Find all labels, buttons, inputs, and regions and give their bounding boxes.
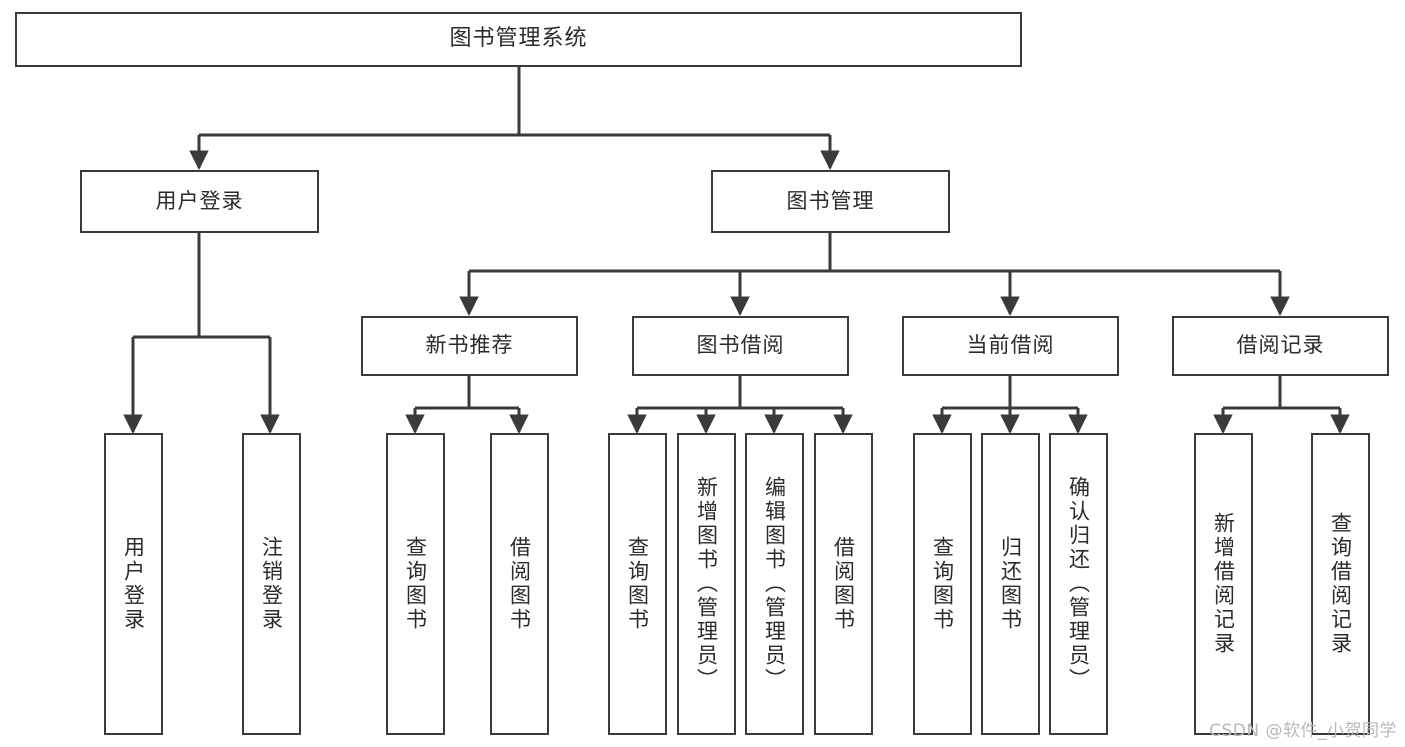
leaf-record-query-record[interactable]: 查询借阅记录	[1311, 433, 1370, 735]
leaf-label: 新增图书（管理员）	[694, 476, 719, 692]
node-user-login[interactable]: 用户登录	[80, 170, 319, 233]
leaf-current-confirm-return-admin[interactable]: 确认归还（管理员）	[1049, 433, 1108, 735]
node-borrow-record[interactable]: 借阅记录	[1172, 316, 1389, 376]
leaf-label: 查询图书	[625, 536, 650, 632]
leaf-new-book-borrow[interactable]: 借阅图书	[490, 433, 549, 735]
node-current-borrow[interactable]: 当前借阅	[902, 316, 1119, 376]
leaf-label: 新增借阅记录	[1211, 512, 1236, 656]
leaf-record-add-record[interactable]: 新增借阅记录	[1194, 433, 1253, 735]
leaf-label: 用户登录	[121, 536, 146, 632]
leaf-label: 查询借阅记录	[1328, 512, 1353, 656]
leaf-user-login-signout[interactable]: 注销登录	[242, 433, 301, 735]
leaf-user-login-signin[interactable]: 用户登录	[104, 433, 163, 735]
leaf-label: 借阅图书	[831, 536, 856, 632]
leaf-borrow-edit-book-admin[interactable]: 编辑图书（管理员）	[745, 433, 804, 735]
leaf-label: 注销登录	[259, 536, 284, 632]
leaf-label: 编辑图书（管理员）	[762, 476, 787, 692]
leaf-label: 查询图书	[403, 536, 428, 632]
leaf-label: 借阅图书	[507, 536, 532, 632]
leaf-current-query-book[interactable]: 查询图书	[913, 433, 972, 735]
leaf-borrow-add-book-admin[interactable]: 新增图书（管理员）	[677, 433, 736, 735]
leaf-borrow-query-book[interactable]: 查询图书	[608, 433, 667, 735]
leaf-label: 确认归还（管理员）	[1066, 476, 1091, 692]
leaf-borrow-borrow-book[interactable]: 借阅图书	[814, 433, 873, 735]
leaf-label: 归还图书	[998, 536, 1023, 632]
node-book-borrow[interactable]: 图书借阅	[632, 316, 849, 376]
node-book-management[interactable]: 图书管理	[711, 170, 950, 233]
leaf-label: 查询图书	[930, 536, 955, 632]
leaf-new-book-query[interactable]: 查询图书	[386, 433, 445, 735]
node-root-system[interactable]: 图书管理系统	[15, 12, 1022, 67]
node-new-book-recommend[interactable]: 新书推荐	[361, 316, 578, 376]
leaf-current-return-book[interactable]: 归还图书	[981, 433, 1040, 735]
csdn-watermark: CSDN @软件_小贺同学	[1209, 721, 1397, 741]
